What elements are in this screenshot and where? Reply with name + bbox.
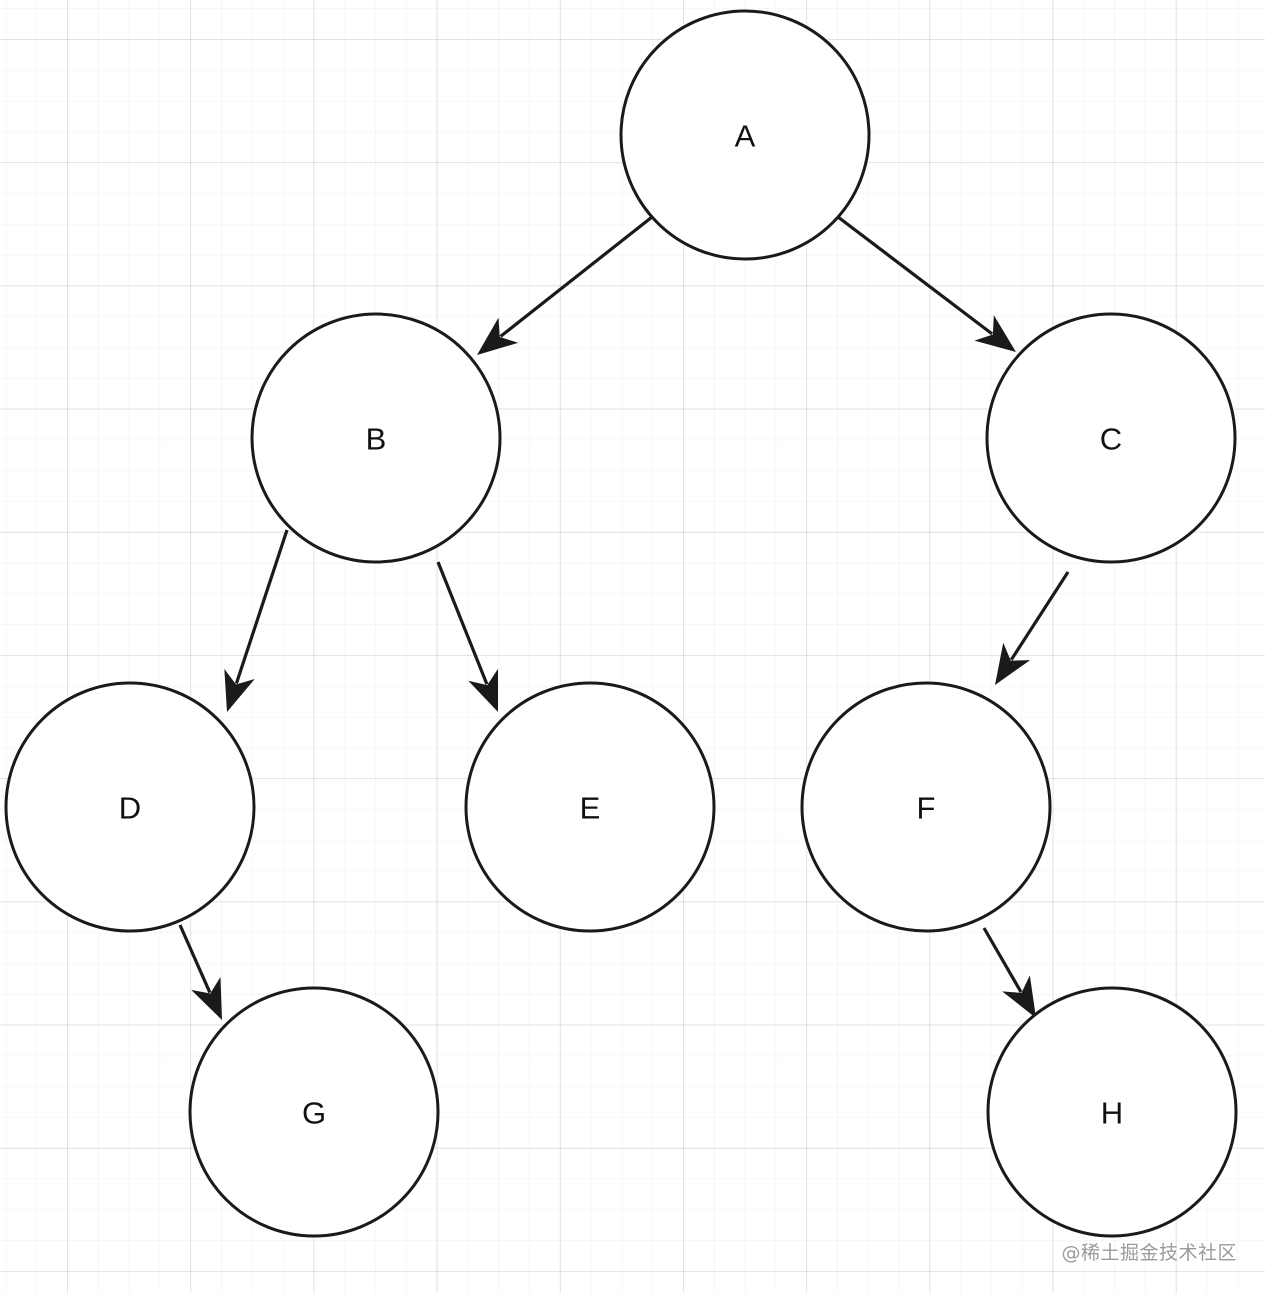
edge-c-to-f	[995, 571, 1070, 685]
edge-a-to-c	[837, 215, 1016, 352]
node-circle[interactable]	[250, 312, 502, 564]
node-b[interactable]: B	[250, 312, 502, 564]
edge-line	[1009, 571, 1070, 661]
node-circle[interactable]	[986, 986, 1238, 1238]
edge-line	[499, 215, 653, 338]
edge-line	[234, 529, 289, 685]
node-f[interactable]: F	[800, 681, 1052, 933]
node-label: G	[302, 1096, 326, 1131]
node-label: A	[735, 119, 756, 154]
node-circle[interactable]	[188, 986, 440, 1238]
node-g[interactable]: G	[188, 986, 440, 1238]
arrowhead-icon	[191, 976, 222, 1020]
node-d[interactable]: D	[4, 681, 256, 933]
nodes-layer: A B C D E F G H	[4, 9, 1238, 1238]
edge-line	[178, 924, 212, 994]
node-circle[interactable]	[985, 312, 1237, 564]
node-a[interactable]: A	[619, 9, 871, 261]
edge-line	[837, 215, 994, 336]
edge-line	[436, 561, 489, 685]
node-e[interactable]: E	[464, 681, 716, 933]
edge-b-to-e	[436, 561, 498, 712]
watermark-label: @稀土掘金技术社区	[1061, 1242, 1237, 1264]
node-c[interactable]: C	[985, 312, 1237, 564]
edges-layer	[178, 215, 1070, 1020]
arrowhead-icon	[974, 315, 1016, 352]
edge-d-to-g	[178, 924, 222, 1020]
node-label: D	[119, 791, 141, 826]
arrowhead-icon	[995, 642, 1031, 685]
node-circle[interactable]	[464, 681, 716, 933]
node-h[interactable]: H	[986, 986, 1238, 1238]
node-label: B	[366, 422, 387, 457]
arrowhead-icon	[468, 668, 498, 712]
edge-f-to-h	[982, 927, 1036, 1018]
edge-line	[982, 927, 1023, 993]
edge-a-to-b	[477, 215, 653, 355]
node-circle[interactable]	[619, 9, 871, 261]
node-circle[interactable]	[800, 681, 1052, 933]
arrowhead-icon	[1002, 975, 1036, 1018]
node-label: C	[1100, 422, 1122, 457]
edge-b-to-d	[224, 529, 289, 712]
node-label: H	[1101, 1096, 1123, 1131]
node-label: E	[580, 791, 601, 826]
arrowhead-icon	[224, 669, 255, 712]
node-circle[interactable]	[4, 681, 256, 933]
arrowhead-icon	[477, 317, 519, 355]
node-label: F	[917, 791, 936, 826]
